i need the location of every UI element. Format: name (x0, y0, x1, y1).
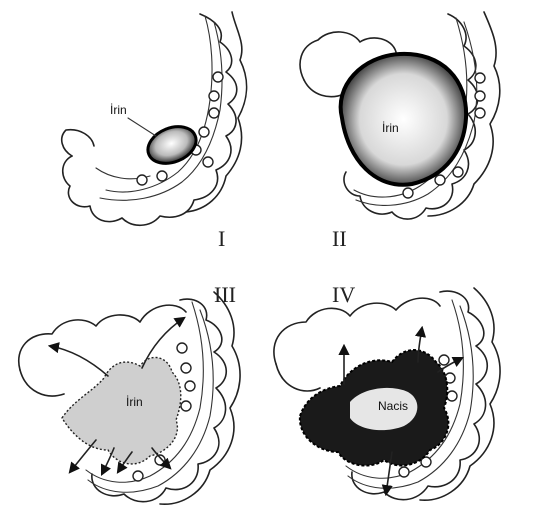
abscess-spreading (62, 357, 181, 464)
panel-4: Nacis IV (274, 282, 500, 500)
label-leader (128, 118, 156, 136)
panel-2-numeral: II (332, 226, 347, 251)
panel-2: İrin II (300, 12, 500, 251)
abscess-small (142, 120, 201, 170)
panel-1-label: İrin (110, 103, 127, 117)
panel-3-label: İrin (126, 395, 143, 409)
panel-1-numeral: I (218, 226, 225, 251)
abscess-large (341, 54, 466, 185)
panel-3-numeral: III (214, 282, 236, 307)
bowel-loops (62, 12, 247, 225)
panel-4-numeral: IV (332, 282, 355, 307)
panel-3: İrin III (19, 282, 240, 504)
panel-1: İrin I (62, 12, 247, 251)
panel-2-label: İrin (382, 121, 399, 135)
panel-4-label: Nacis (378, 399, 408, 413)
